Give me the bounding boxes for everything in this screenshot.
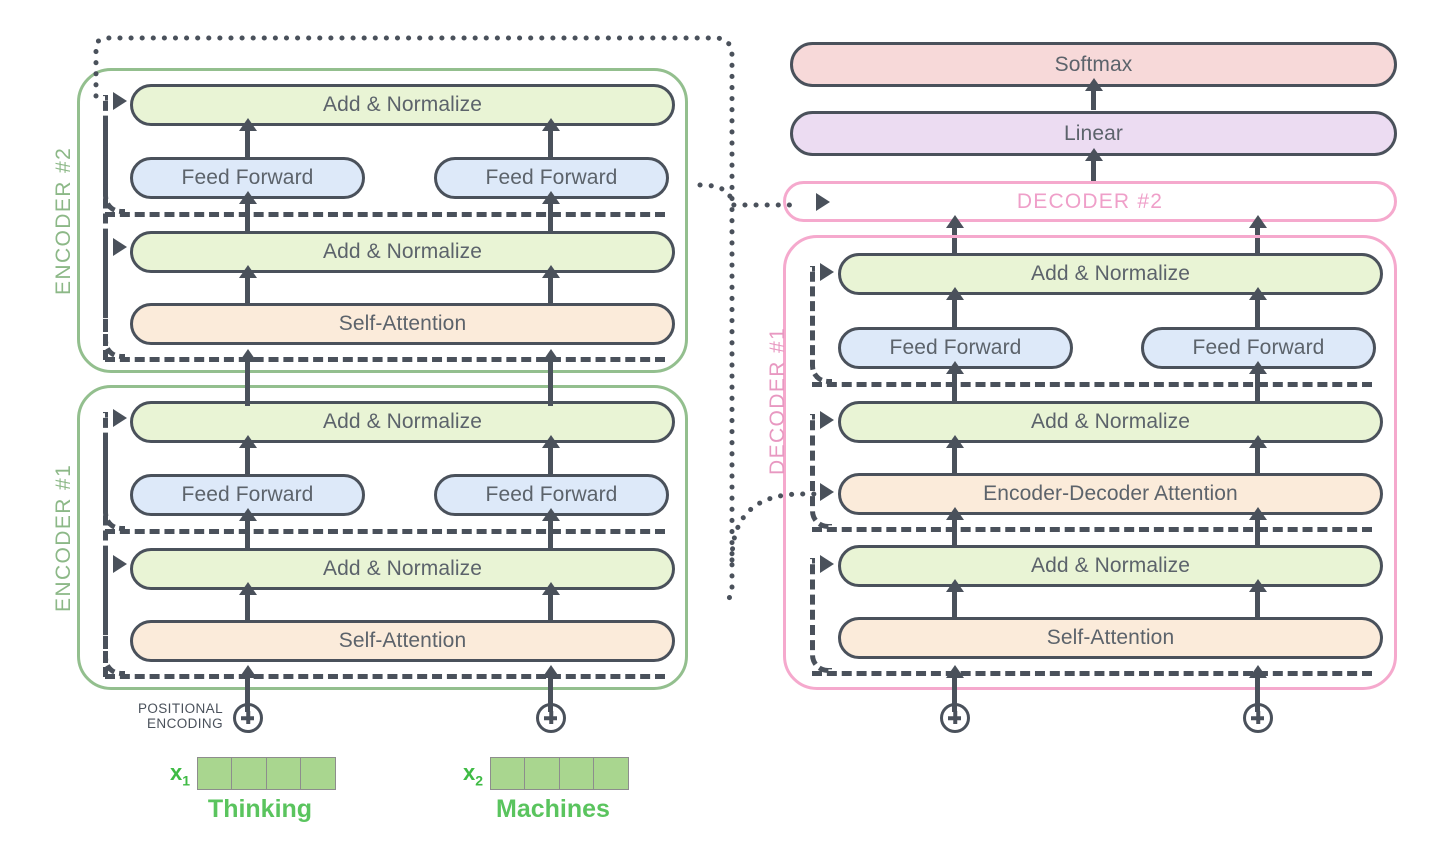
embedding-cell <box>593 757 630 790</box>
arrow-enc1-ff-to-addnorm-left <box>245 446 250 474</box>
embedding-cells-2 <box>490 757 630 790</box>
arrow-dec1-sa-to-addnorm-right <box>1255 590 1260 617</box>
encoder1-self-attention[interactable]: Self-Attention <box>130 620 675 662</box>
arrow-enc2-ff-to-addnorm-right <box>548 129 553 157</box>
arrow-enc2-ff-to-addnorm-left <box>245 129 250 157</box>
residual-enc2-lower-riser <box>103 238 108 360</box>
arrow-decoder2-to-linear <box>1091 159 1096 181</box>
decoder1-add-normalize-bottom[interactable]: Add & Normalize <box>838 545 1383 587</box>
encoder2-add-normalize-bottom[interactable]: Add & Normalize <box>130 231 675 273</box>
encoder2-add-normalize-top[interactable]: Add & Normalize <box>130 84 675 126</box>
residual-dec1-top-arrow <box>820 263 834 281</box>
residual-enc1-lower-riser <box>103 555 108 677</box>
encoder-stack-2-label: ENCODER #2 <box>52 146 75 295</box>
decoder-stack-1[interactable] <box>783 235 1397 690</box>
residual-dec1-top-horizontal <box>812 382 1372 387</box>
decoder1-add-normalize-top[interactable]: Add & Normalize <box>838 253 1383 295</box>
arrow-dec1-ff-to-addnorm-left <box>952 298 957 327</box>
decoder1-add-normalize-middle[interactable]: Add & Normalize <box>838 401 1383 443</box>
residual-dec1-middle-arrow <box>820 411 834 429</box>
encoder2-self-attention[interactable]: Self-Attention <box>130 303 675 345</box>
embedding-cell <box>300 757 337 790</box>
residual-enc2-upper-arrow <box>113 92 127 110</box>
arrow-dec1-sa-to-addnorm-left <box>952 590 957 617</box>
decoder-positional-encoding-plus-2 <box>1243 703 1273 733</box>
encoder1-add-normalize-bottom[interactable]: Add & Normalize <box>130 548 675 590</box>
decoder-positional-encoding-plus-1 <box>940 703 970 733</box>
positional-encoding-label-line2: ENCODING <box>147 716 223 731</box>
residual-enc1-upper-arrow <box>113 409 127 427</box>
connector-arrow-to-decoder2 <box>816 193 830 211</box>
arrow-enc2-sa-to-addnorm-right <box>548 276 553 303</box>
encoder-stack-1-label: ENCODER #1 <box>52 463 75 612</box>
embedding-symbol-1: x1 <box>170 760 191 789</box>
embedding-cell <box>490 757 526 790</box>
positional-encoding-plus-1 <box>233 703 263 733</box>
arrow-encoder1-to-encoder2-left <box>245 360 250 406</box>
residual-enc1-lower-arrow <box>113 555 127 573</box>
encoder1-add-normalize-top[interactable]: Add & Normalize <box>130 401 675 443</box>
arrow-dec1-encdec-to-addnorm-right <box>1255 446 1260 473</box>
input-word-1: Thinking <box>207 795 313 823</box>
residual-enc2-upper-horizontal <box>105 212 665 217</box>
arrow-linear-to-softmax <box>1091 89 1096 110</box>
arrow-pe-to-decoder1-left <box>952 676 957 712</box>
embedding-cell <box>558 757 595 790</box>
arrow-dec1-encdec-to-addnorm-left <box>952 446 957 473</box>
residual-dec1-top-corner <box>810 266 832 384</box>
arrow-decoder1-to-decoder2-right <box>1255 226 1260 254</box>
decoder-stack-2[interactable]: DECODER #2 <box>783 181 1397 222</box>
residual-enc1-upper-horizontal <box>105 529 665 534</box>
residual-enc2-lower-horizontal <box>105 357 665 362</box>
embedding-cell <box>265 757 302 790</box>
positional-encoding-label: POSITIONAL ENCODING <box>118 701 223 731</box>
decoder-stack-2-label: DECODER #2 <box>1016 189 1164 213</box>
arrow-enc1-sa-to-addnorm-left <box>245 593 250 620</box>
positional-encoding-label-line1: POSITIONAL <box>137 701 223 716</box>
residual-dec1-bottom-corner <box>810 558 832 673</box>
arrow-encoder1-to-encoder2-right <box>548 360 553 406</box>
arrow-enc1-ff-to-addnorm-right <box>548 446 553 474</box>
embedding-cells-1 <box>197 757 337 790</box>
arrow-pe-to-encoder1-left <box>245 676 250 712</box>
arrow-pe-to-encoder1-right <box>548 676 553 712</box>
residual-dec1-middle-horizontal <box>812 527 1372 532</box>
softmax-node[interactable]: Softmax <box>790 42 1397 87</box>
residual-dec1-middle-corner <box>810 414 832 529</box>
decoder-stack-1-label: DECODER #1 <box>766 326 789 475</box>
positional-encoding-plus-2 <box>536 703 566 733</box>
embedding-cell <box>197 757 233 790</box>
connector-arrow-to-encoder-decoder-attention <box>820 483 834 501</box>
input-word-2: Machines <box>496 795 610 823</box>
embedding-cell <box>524 757 561 790</box>
residual-dec1-bottom-arrow <box>820 555 834 573</box>
decoder1-self-attention[interactable]: Self-Attention <box>838 617 1383 659</box>
residual-enc2-upper-corner <box>103 95 125 214</box>
arrow-pe-to-decoder1-right <box>1255 676 1260 712</box>
residual-enc1-lower-horizontal <box>105 674 665 679</box>
decoder1-encoder-decoder-attention[interactable]: Encoder-Decoder Attention <box>838 473 1383 515</box>
residual-dec1-bottom-horizontal <box>812 671 1372 676</box>
arrow-enc1-sa-to-addnorm-right <box>548 593 553 620</box>
arrow-decoder1-to-decoder2-left <box>952 226 957 254</box>
residual-enc1-upper-corner <box>103 412 125 531</box>
arrow-enc2-sa-to-addnorm-left <box>245 276 250 303</box>
residual-enc2-lower-arrow <box>113 238 127 256</box>
arrow-dec1-ff-to-addnorm-right <box>1255 298 1260 327</box>
embedding-symbol-2: x2 <box>463 760 484 789</box>
embedding-cell <box>231 757 268 790</box>
